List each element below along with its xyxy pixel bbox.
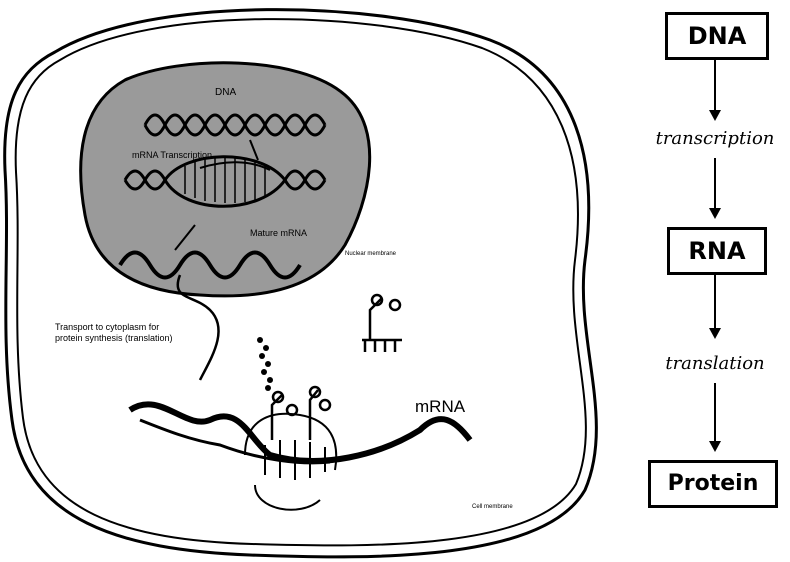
mrna-label: mRNA	[415, 397, 466, 416]
flow-arrow-2-line	[714, 158, 716, 210]
flow-arrow-3-head	[709, 328, 721, 339]
cell-membrane-label: Cell membrane	[472, 504, 513, 510]
flow-box-rna: RNA	[667, 227, 767, 275]
flow-arrow-4-line	[714, 383, 716, 443]
flow-step-translation-text: translation	[665, 353, 764, 374]
transport-label-2: protein synthesis (translation)	[55, 333, 173, 343]
ribosome-mrna-strand-2	[140, 420, 330, 463]
mature-mrna-label: Mature mRNA	[250, 228, 307, 238]
flow-protein-label: Protein	[668, 471, 759, 496]
flow-step-translation: translation	[630, 353, 790, 374]
transcription-label: mRNA Transcription	[132, 150, 212, 160]
flow-step-transcription: transcription	[630, 128, 790, 149]
flow-arrow-1-line	[714, 60, 716, 112]
flow-box-protein: Protein	[648, 460, 778, 508]
transport-label-1: Transport to cytoplasm for	[55, 322, 159, 332]
flow-arrow-4-head	[709, 441, 721, 452]
nuclear-membrane-label: Nuclear membrane	[345, 251, 397, 257]
flow-step-transcription-text: transcription	[656, 128, 775, 149]
flow-arrow-2-head	[709, 208, 721, 219]
polypeptide-chain	[257, 337, 273, 391]
flow-box-dna: DNA	[665, 12, 769, 60]
flow-arrow-3-line	[714, 275, 716, 330]
flow-arrow-1-head	[709, 110, 721, 121]
dna-label: DNA	[215, 87, 236, 98]
flow-dna-label: DNA	[688, 22, 747, 50]
flow-rna-label: RNA	[688, 237, 745, 265]
free-trna	[362, 295, 402, 352]
